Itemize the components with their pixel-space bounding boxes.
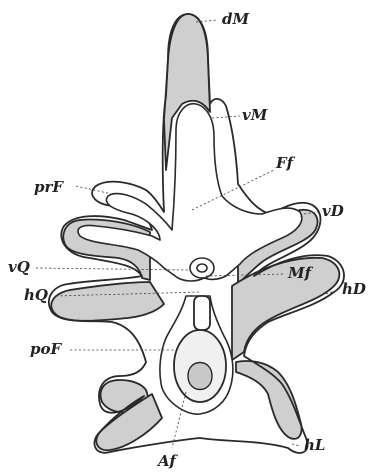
label-Ff: Ff — [275, 154, 296, 172]
label-hL: hL — [304, 436, 325, 454]
label-hQ: hQ — [24, 286, 48, 304]
label-Af: Af — [156, 452, 178, 470]
median-ring-inner — [197, 264, 207, 272]
af-organ-cup — [188, 363, 212, 390]
label-poF: poF — [30, 340, 62, 358]
leader-hL — [292, 444, 300, 446]
label-vQ: vQ — [8, 258, 30, 276]
label-vM: vM — [242, 106, 268, 124]
left-middle-lobe — [51, 282, 164, 321]
leader-vM — [212, 116, 240, 118]
pharynx-tube — [194, 296, 210, 330]
label-prF: prF — [34, 178, 64, 196]
label-vD: vD — [322, 202, 344, 220]
label-Mf: Mf — [287, 264, 314, 282]
label-dM: dM — [222, 10, 249, 28]
label-hD: hD — [342, 280, 366, 298]
